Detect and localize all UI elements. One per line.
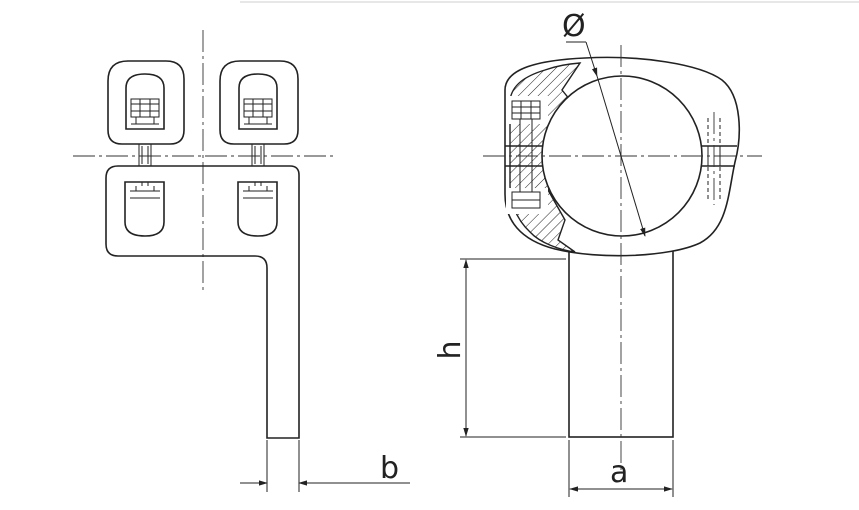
dimension-label-b: b: [380, 451, 399, 486]
dimension-label-h: h: [433, 340, 468, 359]
dimension-diameter: Ø: [562, 9, 646, 237]
dimension-label-diameter: Ø: [562, 9, 586, 44]
side-view: b: [73, 30, 410, 492]
nut-window-lower-right: [237, 181, 278, 237]
nut-upper-right: [243, 98, 273, 125]
nut-window-upper-right: [238, 73, 278, 130]
nut-upper-left: [130, 98, 160, 125]
dimension-b: b: [240, 440, 410, 492]
dimension-a: a: [568, 440, 674, 497]
nut-window-upper-left: [125, 73, 165, 130]
front-view: Ø h a: [433, 9, 762, 497]
upper-lug-right: [219, 60, 299, 145]
dimension-label-a: a: [610, 455, 628, 490]
bolt-shank-right: [251, 144, 265, 166]
dimension-h: h: [433, 258, 566, 438]
bolt-shank-left: [138, 144, 152, 166]
clamp-body-outline: [105, 165, 300, 439]
nut-lower-right: [243, 182, 273, 199]
upper-lug-left: [107, 60, 185, 145]
nut-window-lower-left: [124, 181, 165, 237]
nut-lower-left: [130, 182, 160, 199]
